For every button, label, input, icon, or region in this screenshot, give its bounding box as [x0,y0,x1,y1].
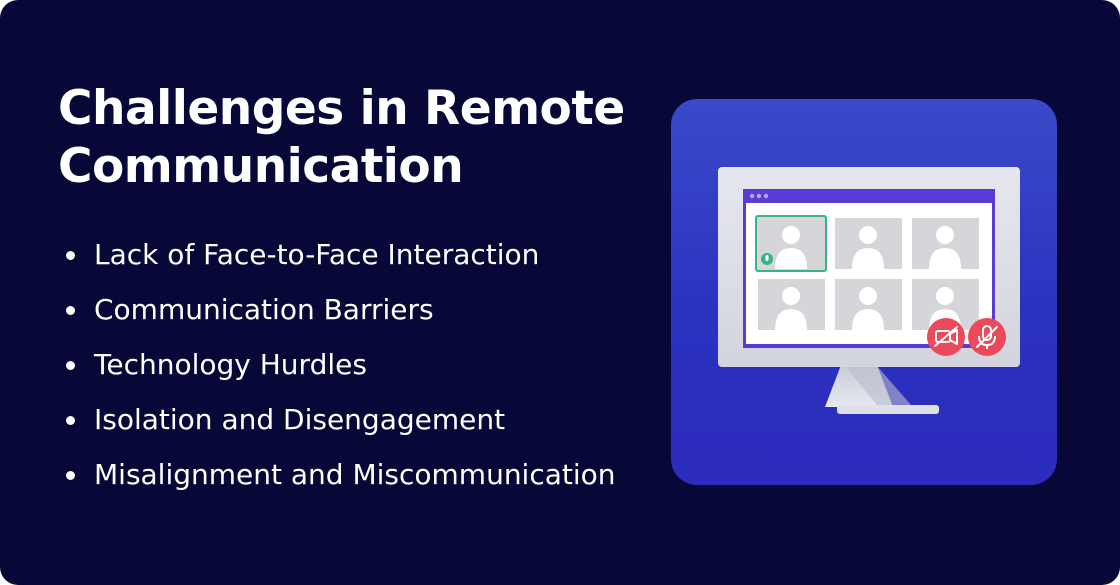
bullet-icon [66,251,75,260]
monitor-icon [718,167,1020,414]
list-item-label: Lack of Face-to-Face Interaction [94,238,540,271]
mic-off-icon [968,318,1006,356]
window-dot-icon [756,193,762,199]
participant-tile [912,218,979,269]
bullet-icon [66,471,75,480]
slide-title: Challenges in Remote Communication [58,81,625,194]
list-item-label: Technology Hurdles [94,348,367,381]
window-dot-icon [749,193,755,199]
window-dot-icon [763,193,769,199]
camera-off-icon [927,318,965,356]
bullet-icon [66,361,75,370]
bullet-icon [66,306,75,315]
participant-tile-active [755,215,827,272]
video-call-illustration [671,99,1057,485]
list-item: Technology Hurdles [66,342,616,397]
list-item: Misalignment and Miscommunication [66,452,616,507]
participant-tile [835,218,902,269]
challenges-list: Lack of Face-to-Face Interaction Communi… [66,232,616,507]
participant-tile [835,279,902,330]
bullet-icon [66,416,75,425]
list-item: Communication Barriers [66,287,616,342]
monitor-base [837,405,939,414]
list-item: Isolation and Disengagement [66,397,616,452]
participant-tile [758,279,825,330]
list-item-label: Communication Barriers [94,293,434,326]
list-item: Lack of Face-to-Face Interaction [66,232,616,287]
list-item-label: Misalignment and Miscommunication [94,458,616,491]
list-item-label: Isolation and Disengagement [94,403,506,436]
